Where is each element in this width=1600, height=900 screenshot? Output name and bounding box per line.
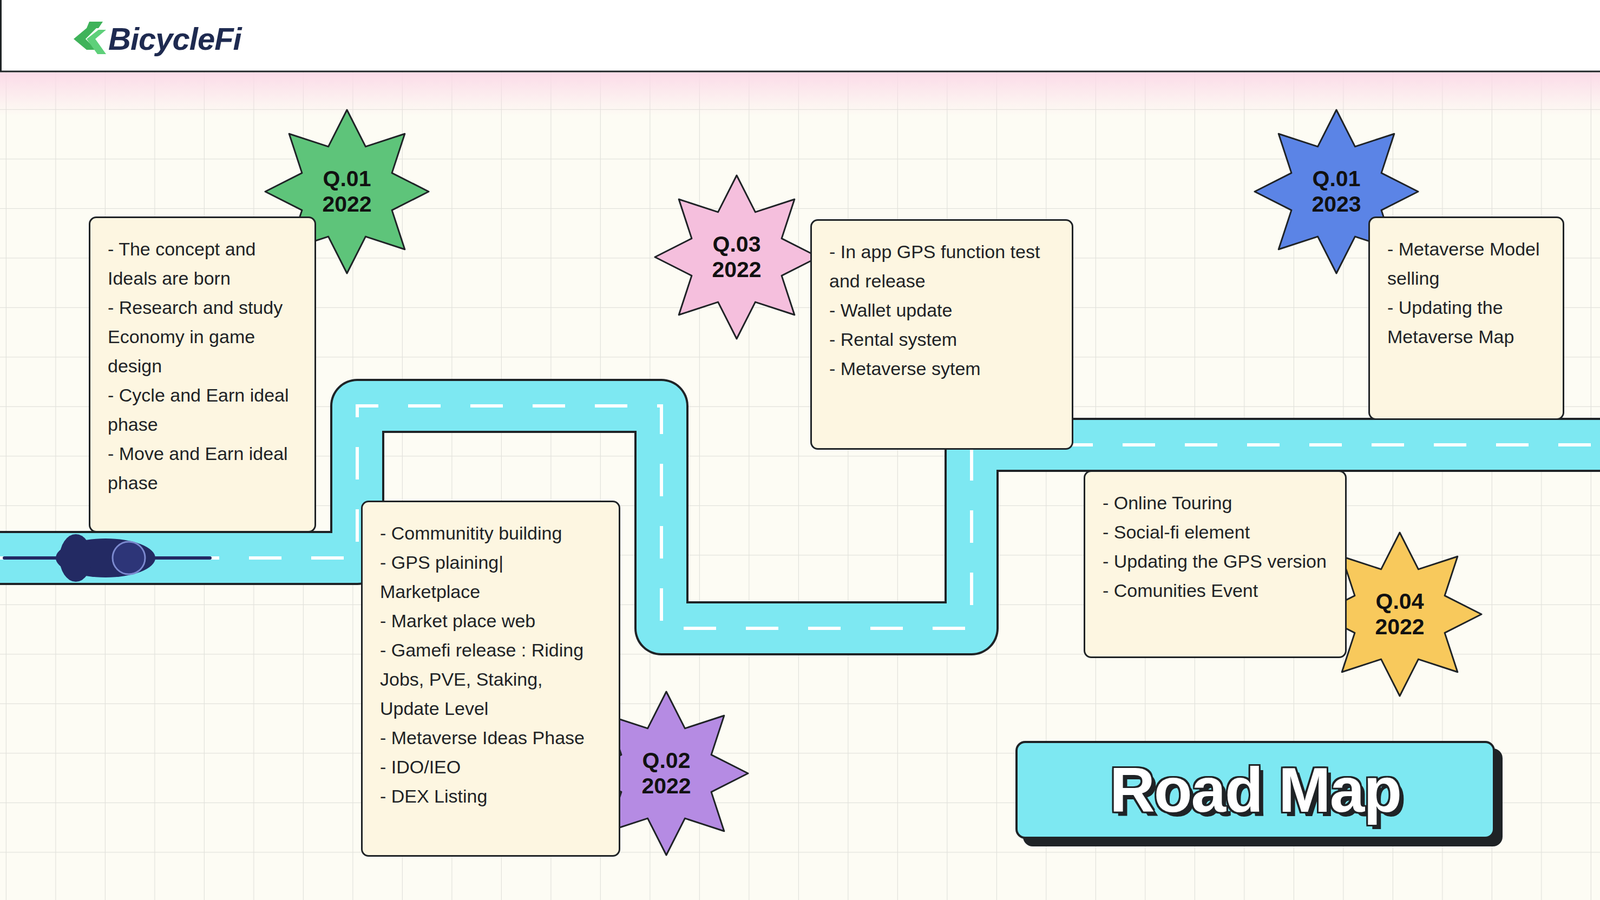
milestone-item: - Updating the GPS version: [1102, 546, 1328, 576]
logo-leaf: [86, 21, 103, 29]
rider-helmet: [112, 541, 146, 575]
rider-shoulders: [59, 534, 93, 582]
milestone-box: - Metaverse Model selling- Updating the …: [1368, 216, 1565, 421]
milestone-item: - Rental system: [829, 324, 1055, 354]
milestone-item: - Metaverse sytem: [829, 353, 1055, 384]
milestone-item: - Wallet update: [829, 295, 1055, 325]
milestone-item: - Metaverse Model selling: [1387, 234, 1546, 293]
cyclist: [4, 534, 211, 582]
quarter-label: Q.04 2022: [1364, 588, 1435, 640]
pink-fade: [0, 72, 1600, 116]
quarter-label: Q.01 2022: [311, 166, 383, 218]
milestone-box: - Online Touring- Social-fi element- Upd…: [1083, 470, 1347, 659]
starburst-outline: [654, 175, 819, 339]
milestone-item: - Updating the Metaverse Map: [1387, 292, 1546, 352]
milestone-item: - Metaverse Ideas Phase: [379, 723, 602, 753]
milestone-item: - Online Touring: [1102, 488, 1328, 518]
milestone-box: - Communitity building- GPS plaining| Ma…: [361, 500, 621, 857]
milestone-item: - In app GPS function test and release: [829, 237, 1055, 296]
milestone-item: - Gamefi release : Riding Jobs, PVE, Sta…: [379, 635, 602, 724]
header-bar: [0, 0, 1600, 72]
milestone-box: - In app GPS function test and release- …: [810, 219, 1074, 450]
title-text: Road Map: [1109, 753, 1401, 827]
milestone-item: - The concept and Ideals are born: [107, 234, 298, 293]
brand-logo: BicycleFi: [108, 20, 242, 57]
header-edge: [0, 0, 2, 72]
milestone-item: - Market place web: [379, 606, 602, 636]
milestone-item: - Social-fi element: [1102, 517, 1328, 547]
quarter-label: Q.01 2023: [1301, 166, 1372, 218]
milestone-item: - IDO/IEO: [379, 752, 602, 782]
quarter-label: Q.03 2022: [701, 231, 772, 283]
milestone-item: - DEX Listing: [379, 781, 602, 811]
header-rule: [0, 70, 1600, 73]
title-plate: Road Map: [1015, 741, 1495, 839]
milestone-item: - GPS plaining| Marketplace: [379, 547, 602, 607]
quarter-badge: Q.03 2022: [652, 173, 821, 342]
logo-chevron: [86, 29, 107, 55]
milestone-item: - Research and study Economy in game des…: [107, 292, 298, 381]
milestone-box: - The concept and Ideals are born- Resea…: [88, 216, 317, 533]
quarter-label: Q.02 2022: [631, 748, 702, 799]
logo-icon: [73, 21, 107, 55]
milestone-item: - Move and Earn ideal phase: [107, 438, 298, 498]
milestone-item: - Communitity building: [379, 518, 602, 548]
milestone-item: - Cycle and Earn ideal phase: [107, 380, 298, 439]
milestone-item: - Comunities Event: [1102, 575, 1328, 606]
